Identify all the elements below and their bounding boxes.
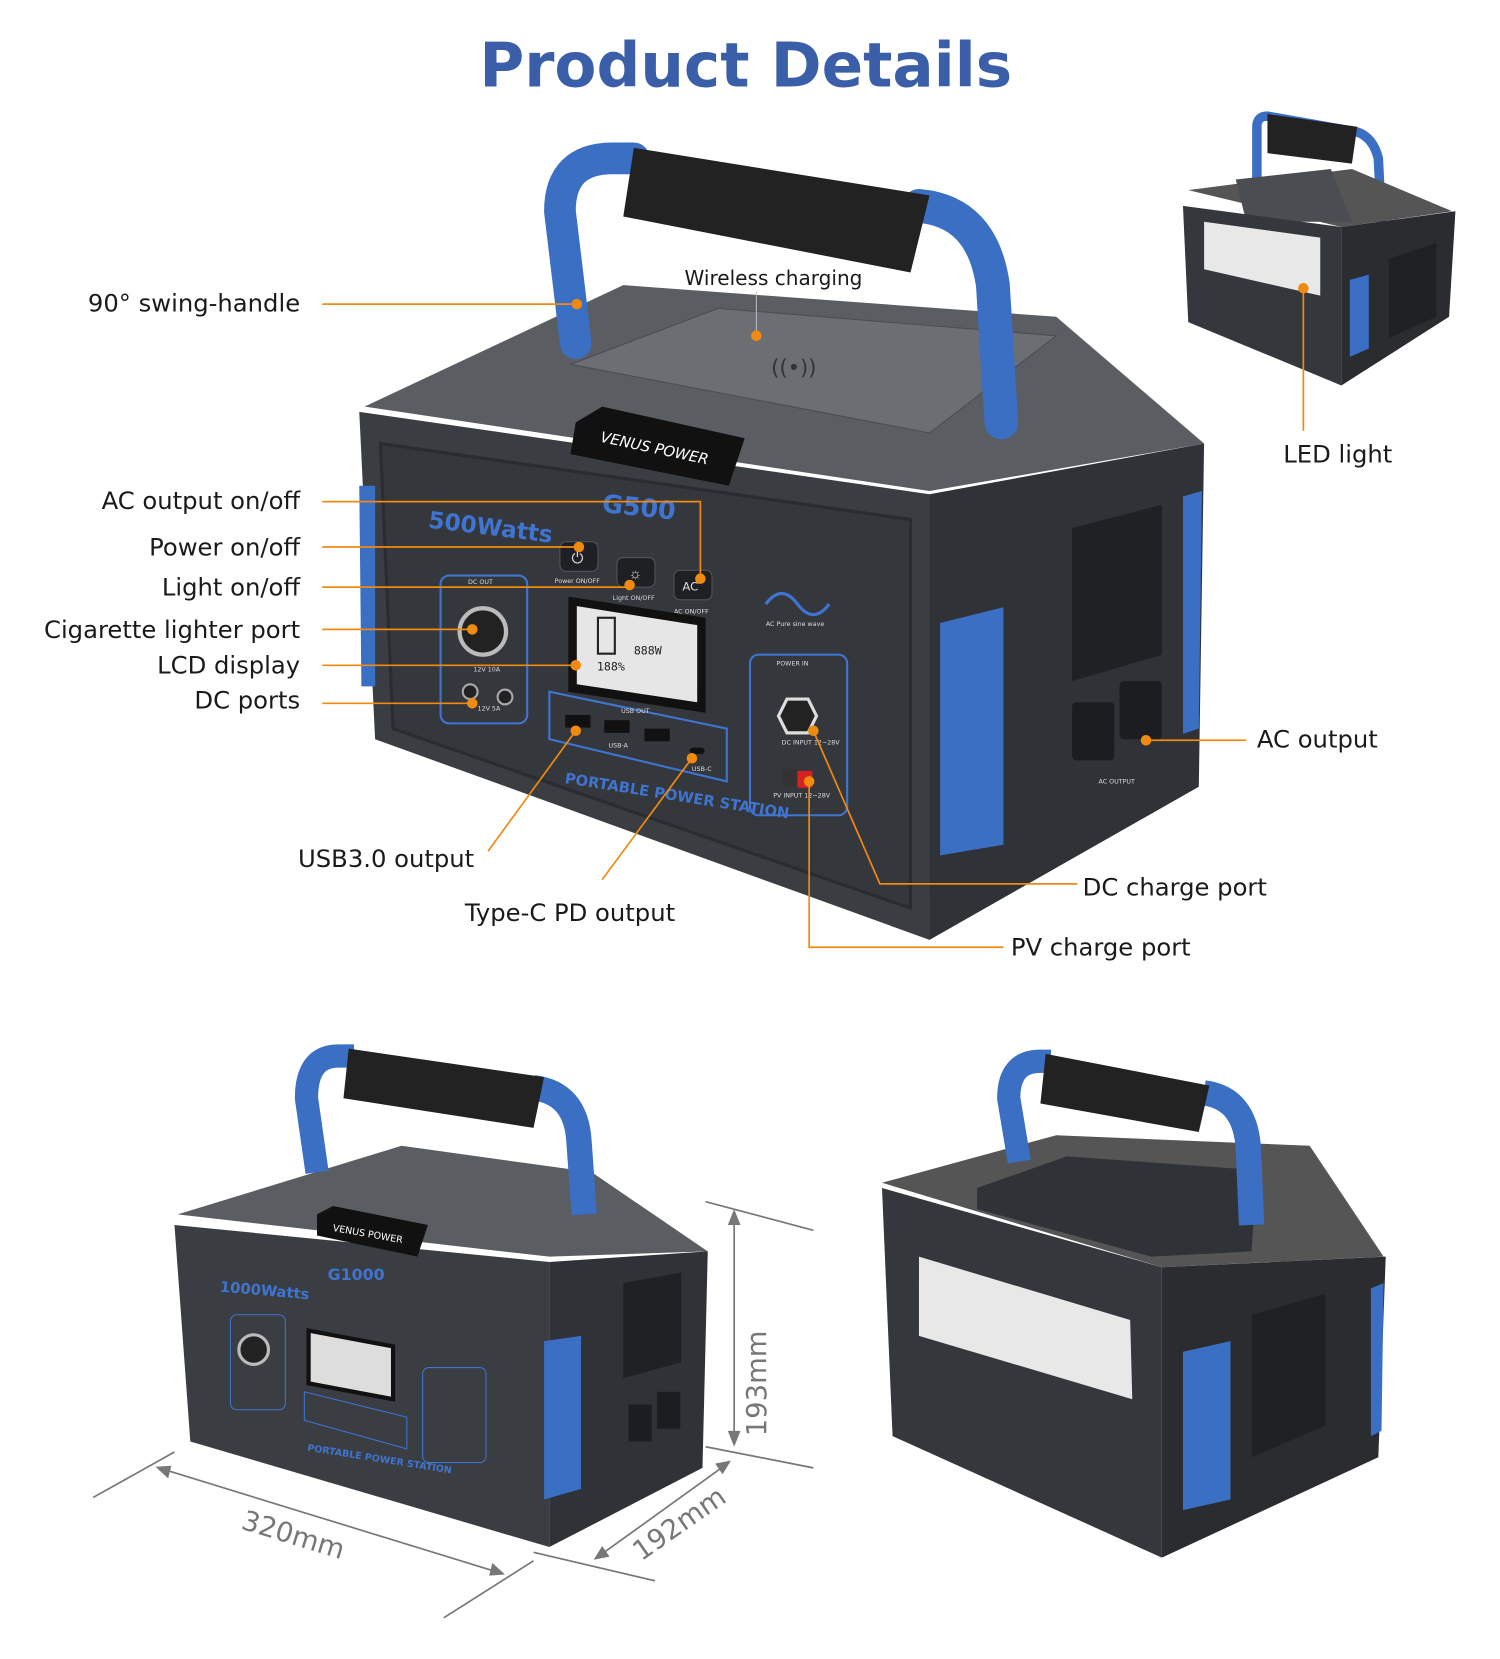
model-marking-small: G1000 — [328, 1265, 385, 1284]
callout-light-onoff: Light on/off — [162, 573, 302, 602]
callout-usb-output: USB3.0 output — [298, 844, 474, 873]
power-btn-marking: Power ON/OFF — [555, 578, 601, 585]
callout-cigarette-port: Cigarette lighter port — [44, 615, 300, 644]
callout-swing-handle: 90° swing-handle — [88, 289, 300, 318]
wireless-charging-icon: ((•)) — [771, 355, 816, 380]
lcd-percent: 188% — [597, 660, 625, 674]
dc-out-marking: DC OUT — [468, 579, 493, 586]
callout-ac-onoff: AC output on/off — [102, 486, 302, 515]
rear-view-unit: ((•)) — [882, 1049, 1386, 1558]
callout-dc-ports: DC ports — [194, 686, 300, 715]
battery-icon — [596, 616, 616, 655]
power-icon: ⏻ — [572, 551, 584, 567]
bulb-icon: ☼ — [629, 567, 643, 583]
page-title: Product Details — [479, 31, 1012, 102]
power-in-marking: POWER IN — [776, 660, 808, 667]
sine-wave-icon — [764, 591, 831, 617]
dc-12v5a-marking: 12V 5A — [478, 706, 501, 713]
dc-12v10a-marking: 12V 10A — [473, 667, 500, 674]
side-view-unit — [1182, 111, 1456, 386]
pv-input-marking: PV INPUT 12~28V — [773, 792, 830, 799]
callout-pv-charge: PV charge port — [1011, 933, 1191, 962]
callout-led-light: LED light — [1283, 440, 1392, 469]
front-dimension-unit: VENUS POWER G1000 1000Watts PORTABLE POW… — [174, 1044, 708, 1548]
led-light-panel — [1204, 221, 1321, 296]
sine-marking: AC Pure sine wave — [766, 621, 824, 628]
callout-ac-output: AC output — [1257, 725, 1378, 754]
callouts: 90° swing-handle Wireless charging AC ou… — [44, 266, 1392, 962]
width-dimension: 320mm — [238, 1505, 348, 1566]
ac-button-marking: AC — [682, 579, 698, 593]
height-dimension: 193mm — [742, 1330, 773, 1436]
main-power-station: ((•)) AC OUTPUT VENUS POWER G500 500Watt… — [359, 142, 1205, 940]
callout-power-onoff: Power on/off — [149, 532, 301, 561]
callout-dc-charge: DC charge port — [1083, 873, 1267, 902]
ac-output-marking: AC OUTPUT — [1098, 779, 1135, 786]
callout-lcd-display: LCD display — [157, 651, 300, 680]
usb-out-marking: USB OUT — [621, 708, 650, 715]
wireless-charging-icon: ((•)) — [1104, 1191, 1136, 1208]
lcd-value: 888W — [634, 644, 662, 658]
ac-btn-label-marking: AC ON/OFF — [674, 609, 709, 616]
usb-a-marking: USB-A — [608, 743, 628, 750]
callout-typec-output: Type-C PD output — [464, 898, 675, 927]
dc-input-marking: DC INPUT 12~28V — [782, 739, 841, 746]
usb-c-marking: USB-C — [692, 766, 712, 773]
handle-grip — [623, 147, 930, 273]
light-btn-marking: Light ON/OFF — [613, 595, 655, 602]
led-light-panel-large — [918, 1256, 1133, 1400]
callout-wireless-charging: Wireless charging — [685, 266, 863, 290]
